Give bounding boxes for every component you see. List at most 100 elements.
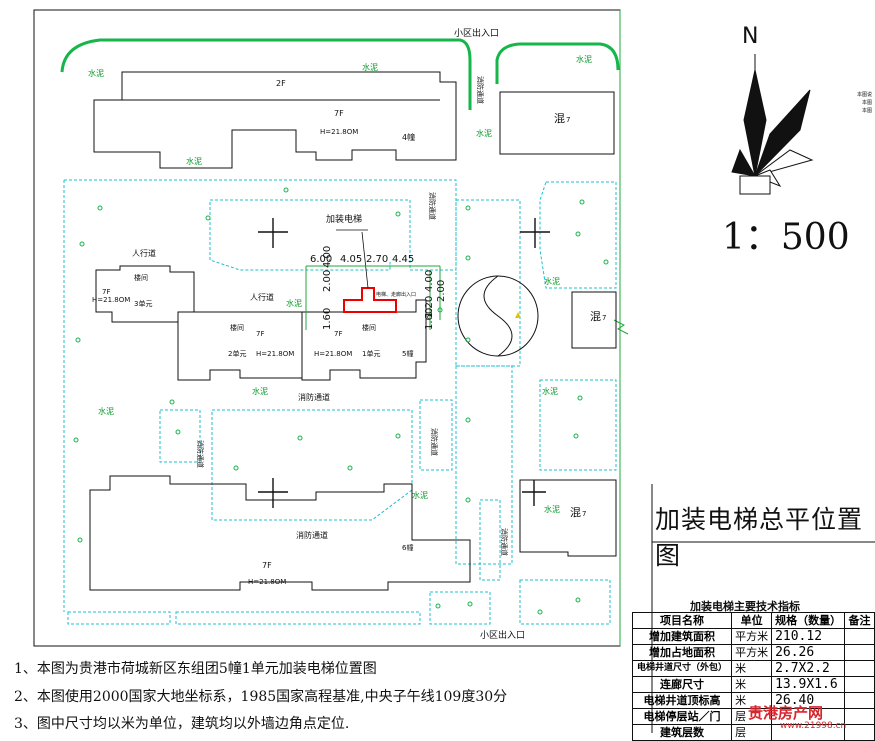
building-2 (177, 311, 303, 381)
side-legend: 本图说 (857, 91, 872, 98)
scale-label: 1：500 (722, 217, 850, 258)
dim-label: 4.45 (392, 254, 414, 265)
table-cell: 连廊尺寸 (631, 676, 733, 693)
dim-label: 2.00 (436, 280, 447, 302)
building-5-floors: 7F (334, 330, 342, 338)
building-5 (301, 299, 427, 381)
table-cell: 米 (731, 676, 773, 693)
building-6 (89, 475, 471, 591)
green-zone-bottom (175, 611, 421, 625)
tech-table: 项目名称 单位 规格（数量） 备注 增加建筑面积 平方米 210.12 增加占地… (631, 612, 875, 741)
curb-top-right (495, 42, 620, 84)
table-header: 备注 (844, 612, 875, 629)
building-2-unit: 2单元 (228, 349, 246, 358)
pedestrian-label: 人行道 (250, 292, 274, 302)
hun-floors: 7 (566, 116, 570, 124)
exit-top-label: 小区出入口 (454, 27, 499, 39)
cement-label: 水泥 (186, 156, 202, 166)
dim-label: 1.60 (424, 308, 435, 330)
building-hun-mid (571, 291, 617, 349)
green-zone-court (211, 409, 413, 521)
table-row: 连廊尺寸 米 13.9X1.6 (631, 676, 875, 693)
watermark-name: 贵港房产网 (748, 704, 824, 722)
cement-label: 水泥 (544, 276, 560, 286)
grid-cross-2 (520, 218, 550, 248)
plan-title: 加装电梯总平位置图 (655, 505, 864, 570)
cement-label: 水泥 (544, 504, 560, 514)
table-row: 电梯井道尺寸（外包） 米 2.7X2.2 (631, 660, 875, 677)
exit-bottom-label: 小区出入口 (480, 629, 525, 641)
table-cell: 米 (731, 660, 773, 677)
hun-label: 混 (554, 112, 565, 125)
table-cell: 26.26 (771, 644, 846, 661)
cement-label: 水泥 (88, 68, 104, 78)
green-zone-mid (159, 409, 201, 463)
watermark-url: www.21998.cn (780, 721, 847, 731)
building-6-name: 6幢 (402, 543, 413, 552)
building-hun-bottom (519, 479, 617, 557)
table-cell: 增加占地面积 (631, 644, 733, 661)
green-zone-bl (67, 611, 171, 625)
table-cell: 210.12 (771, 628, 846, 645)
hun-label: 混 (590, 310, 601, 323)
dim-label: 4.00 (322, 246, 333, 268)
stair-label: 楼间 (362, 323, 376, 332)
cement-label: 水泥 (412, 490, 428, 500)
fire-lane-label: 消防通道 (430, 428, 439, 456)
green-zone-right (539, 181, 617, 289)
building-6-height: H=21.8OM (248, 578, 286, 586)
building-hun-top (499, 91, 615, 155)
hun-floors: 7 (582, 510, 586, 518)
cement-label: 水泥 (252, 386, 268, 396)
dim-label: 2.70 (366, 254, 388, 265)
dim-label: 6.00 (310, 254, 332, 265)
elevator-annex (343, 287, 397, 313)
building-4-height: H=21.8OM (320, 128, 358, 136)
watermark: 贵港房产网 www.21998.cn (748, 702, 846, 731)
green-zone-br (429, 591, 491, 625)
pedestrian-label: 人行道 (132, 248, 156, 258)
fire-lane-label: 消防通道 (296, 530, 328, 540)
table-header: 单位 (731, 612, 773, 629)
side-legend: 本图 (862, 99, 872, 106)
cement-label: 水泥 (286, 298, 302, 308)
dim-label: 4.05 (340, 254, 362, 265)
table-cell: 电梯井道顶标高 (631, 692, 733, 709)
dim-label: 2.00 (322, 270, 333, 292)
building-4 (93, 71, 457, 169)
grid-cross-1 (258, 218, 288, 248)
green-zone-strip2 (455, 365, 513, 565)
green-zone-left2 (419, 399, 453, 471)
cement-label: 水泥 (98, 406, 114, 416)
building-2-height: H=21.8OM (256, 350, 294, 358)
table-cell: 13.9X1.6 (771, 676, 846, 693)
table-cell (844, 660, 875, 677)
wind-rose-icon (731, 54, 814, 195)
fire-lane-label: 消防通道 (428, 192, 437, 220)
cement-label: 水泥 (542, 386, 558, 396)
table-row: 增加占地面积 平方米 26.26 (631, 644, 875, 661)
fire-lane-label: 消防通道 (196, 440, 205, 468)
table-header: 项目名称 (631, 612, 733, 629)
add-elevator-label: 加装电梯 (326, 213, 362, 225)
building-3-unit: 3单元 (134, 299, 152, 308)
dim-label: 1.20 (424, 296, 435, 318)
grid-cross-3 (258, 478, 288, 508)
building-3-height: H=21.8OM (92, 296, 130, 304)
note-2: 2、本图使用2000国家大地坐标系，1985国家高程基准,中央子午线109度30… (14, 689, 508, 705)
fire-lane-label: 消防通道 (298, 392, 330, 402)
table-cell: 电梯停层站／门 (631, 708, 733, 725)
green-zone-right2 (539, 379, 617, 471)
grid-cross-4 (522, 480, 546, 506)
table-cell (844, 692, 875, 709)
note-3: 3、图中尺寸均以米为单位，建筑均以外墙边角点定位. (14, 716, 350, 732)
hun-label: 混 (570, 506, 581, 519)
garden-marker (515, 312, 521, 318)
green-zone-strip (455, 199, 521, 367)
building-4-2f: 2F (276, 79, 286, 88)
building-5-unit: 1单元 (362, 349, 380, 358)
fire-lane-label: 消防通道 (500, 528, 509, 556)
building-2-floors: 7F (256, 330, 264, 338)
cement-label: 水泥 (362, 62, 378, 72)
fire-lane-label: 消防通道 (476, 76, 485, 104)
